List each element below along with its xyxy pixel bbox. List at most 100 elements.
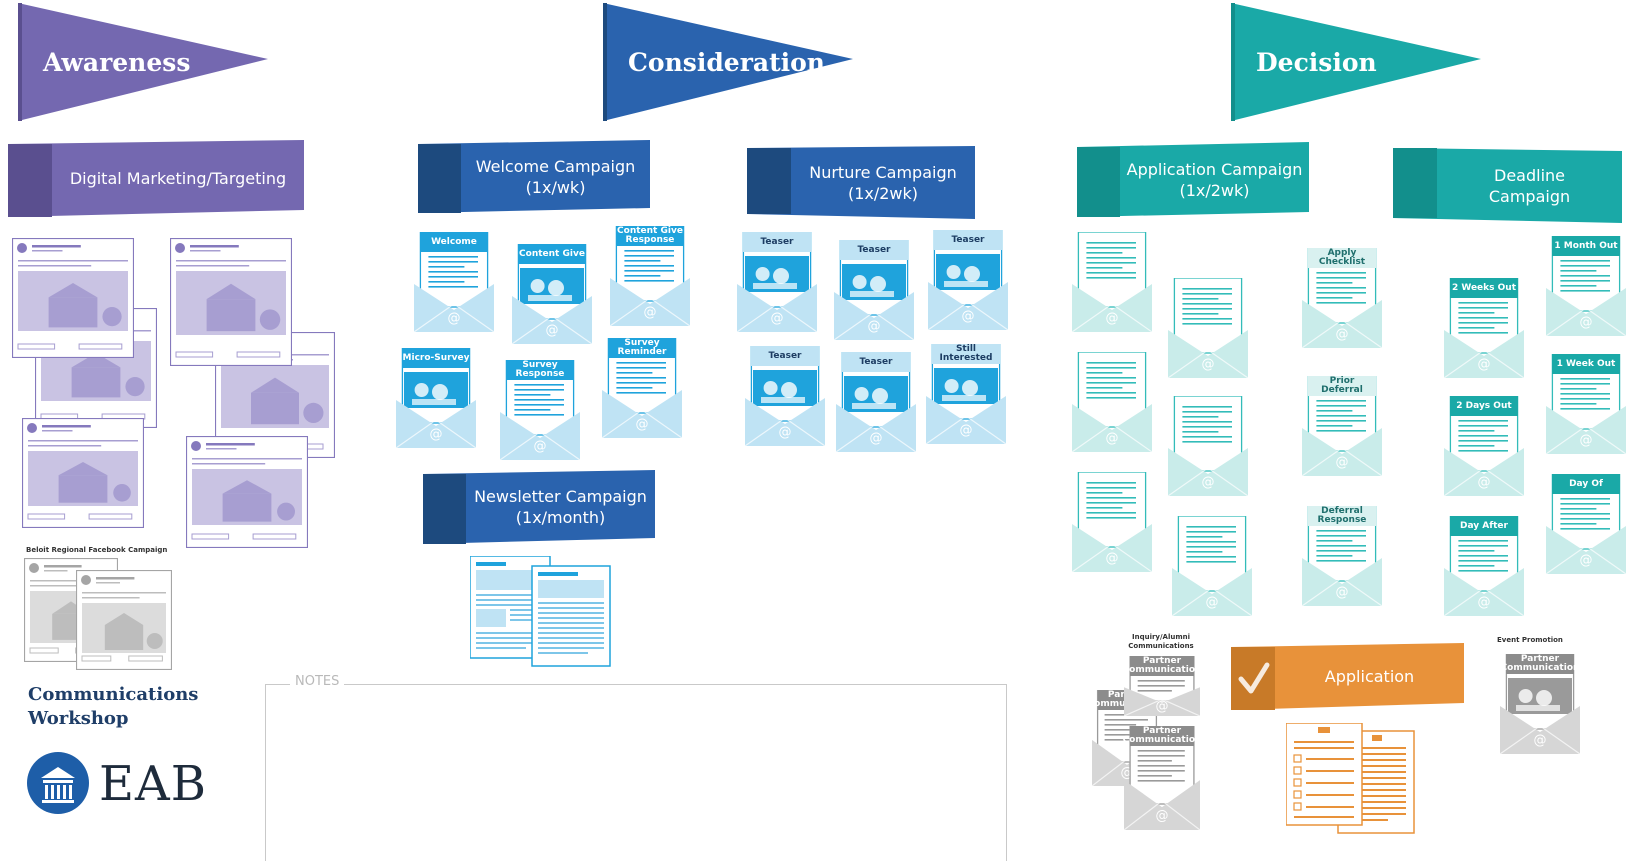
email-content-give: @ Content Give <box>512 244 592 344</box>
email-welcome: @ Welcome <box>414 232 494 332</box>
email-partner-comm-2: @ Partner Communication <box>1122 726 1202 830</box>
nurture-campaign-frequency: (1x/2wk) <box>847 183 919 203</box>
instagram-post-card <box>185 435 309 552</box>
application-campaign-banner: Application Campaign(1x/2wk) <box>1077 142 1309 217</box>
workshop-title-line1: Communications <box>28 684 199 705</box>
svg-text:@: @ <box>1478 595 1491 610</box>
deadline-campaign-label-2: Campaign <box>1488 186 1571 206</box>
svg-text:@: @ <box>1478 475 1491 490</box>
facebook-ad-card-2 <box>75 569 173 674</box>
svg-text:@: @ <box>1202 357 1215 372</box>
email-application-6: @ <box>1172 516 1252 616</box>
email-tab-label: Day After <box>1450 516 1518 536</box>
svg-text:@: @ <box>636 417 649 432</box>
consideration-pennant: Consideration <box>603 3 853 121</box>
email-teaser-2: @ Teaser <box>834 240 914 340</box>
email-teaser-4: @ Teaser <box>745 346 825 446</box>
svg-text:@: @ <box>960 423 973 438</box>
social-post-campus <box>21 417 145 532</box>
application-documents-icon <box>1285 722 1416 839</box>
email-day-of: @ Day Of <box>1546 474 1626 574</box>
notes-label: NOTES <box>290 674 345 689</box>
application-campaign-label: Application Campaign <box>1126 159 1303 179</box>
email-application-2: @ <box>1168 278 1248 378</box>
email-tab-label: Micro-Survey <box>402 348 470 368</box>
email-tab-label: Day Of <box>1552 474 1620 494</box>
linkedin-post-card <box>11 237 135 362</box>
svg-text:@: @ <box>870 431 883 446</box>
newsletter-campaign-frequency: (1x/month) <box>515 508 606 527</box>
facebook-campaign-label: Beloit Regional Facebook Campaign <box>26 546 168 554</box>
email-tab-label: Survey Reminder <box>608 338 676 358</box>
svg-text:@: @ <box>1106 311 1119 326</box>
email-still-interested: @ Still Interested <box>926 344 1006 444</box>
awareness-title: Awareness <box>43 47 191 77</box>
notes-box[interactable] <box>265 684 1007 861</box>
newsletter-campaign-label: Newsletter Campaign <box>474 487 647 506</box>
email-tab-label: Teaser <box>840 240 908 260</box>
consideration-title: Consideration <box>628 47 825 77</box>
workshop-title-line2: Workshop <box>28 708 129 729</box>
deadline-campaign-label: Deadline <box>1494 165 1565 185</box>
email-application-4: @ <box>1168 396 1248 496</box>
email-tab-label: Prior Deferral <box>1308 376 1376 396</box>
email-tab-label: Content Give <box>518 244 586 264</box>
svg-text:@: @ <box>1206 595 1219 610</box>
svg-text:@: @ <box>448 311 461 326</box>
email-deferral-response: @ Deferral Response <box>1302 506 1382 606</box>
digital-marketing-banner: Digital Marketing/Targeting <box>8 140 304 217</box>
email-tab-label: Partner Communication <box>1122 726 1202 746</box>
email-survey-reminder: @ Survey Reminder <box>602 338 682 438</box>
awareness-pennant: Awareness <box>18 3 268 121</box>
email-prior-deferral: @ Prior Deferral <box>1302 376 1382 476</box>
email-2-weeks-out: @ 2 Weeks Out <box>1444 278 1524 378</box>
email-teaser-1: @ Teaser <box>737 232 817 332</box>
application-label: Application <box>1324 667 1415 686</box>
email-tab-label: Teaser <box>743 232 811 252</box>
welcome-campaign-frequency: (1x/wk) <box>525 177 586 197</box>
welcome-campaign-label: Welcome Campaign <box>475 156 636 176</box>
facebook-post-card <box>169 237 293 370</box>
email-partner-comm-1: @ Partner Communication <box>1122 656 1202 716</box>
application-campaign-frequency: (1x/2wk) <box>1179 180 1250 200</box>
svg-text:@: @ <box>1580 553 1593 568</box>
email-tab-label: Deferral Response <box>1308 506 1376 526</box>
email-application-3: @ <box>1072 352 1152 452</box>
svg-text:@: @ <box>1336 455 1349 470</box>
welcome-campaign-banner: Welcome Campaign(1x/wk) <box>418 140 650 213</box>
svg-text:@: @ <box>779 425 792 440</box>
email-tab-label: Content Give Response <box>616 226 684 246</box>
email-tab-label: 2 Days Out <box>1450 396 1518 416</box>
email-tab-label: Teaser <box>842 352 910 372</box>
email-event-partner-comm: @ Partner Communication <box>1500 654 1580 754</box>
newsletter-campaign-banner: Newsletter Campaign (1x/month) <box>423 470 655 544</box>
svg-text:@: @ <box>962 309 975 324</box>
email-tab-label: Partner Communication <box>1500 654 1580 674</box>
svg-text:@: @ <box>1106 431 1119 446</box>
svg-text:@: @ <box>1202 475 1215 490</box>
email-2-days-out: @ 2 Days Out <box>1444 396 1524 496</box>
svg-text:@: @ <box>644 305 657 320</box>
email-content-give-response: @ Content Give Response <box>610 226 690 326</box>
email-application-1: @ <box>1072 232 1152 332</box>
svg-text:@: @ <box>534 439 547 454</box>
email-tab-label: Still Interested <box>932 344 1000 364</box>
nurture-campaign-label: Nurture Campaign <box>809 162 957 182</box>
email-tab-label: Teaser <box>934 230 1002 250</box>
svg-text:@: @ <box>1106 551 1119 566</box>
eab-logo-text: EAB <box>99 756 207 812</box>
svg-text:@: @ <box>546 323 559 338</box>
nurture-campaign-banner: Nurture Campaign(1x/2wk) <box>747 146 975 219</box>
svg-text:@: @ <box>1580 315 1593 330</box>
inquiry-alumni-label: Inquiry/Alumni Communications <box>1128 633 1194 650</box>
svg-text:@: @ <box>1336 327 1349 342</box>
email-survey-response: @ Survey Response <box>500 360 580 460</box>
svg-text:@: @ <box>771 311 784 326</box>
email-tab-label: Partner Communication <box>1122 656 1202 676</box>
eab-logo-icon <box>27 752 89 818</box>
svg-text:@: @ <box>1478 357 1491 372</box>
email-tab-label: Apply Checklist <box>1308 248 1376 268</box>
workshop-title: Communications Workshop <box>28 683 198 731</box>
email-tab-label: Teaser <box>751 346 819 366</box>
